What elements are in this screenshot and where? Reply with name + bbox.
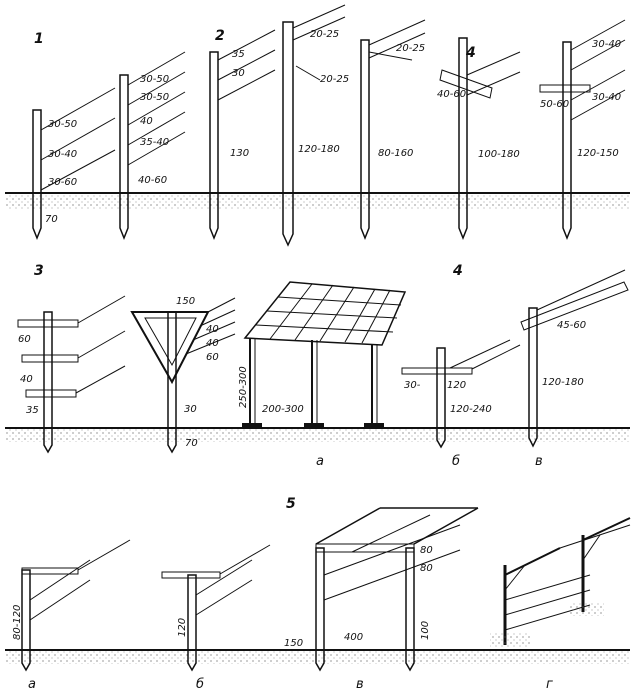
r3-dim-1: 80-120 (12, 605, 23, 640)
r2p2-dim-1: 150 (176, 296, 195, 307)
section-1-label: 1 (34, 31, 44, 47)
r2p4-dim-1: 30- (404, 380, 421, 391)
r2p1-dim-3: 35 (26, 405, 39, 416)
trellis-g (490, 517, 631, 648)
post-7 (539, 19, 626, 241)
r3-letter-b: б (196, 677, 204, 692)
p1-dim-1: 30-50 (48, 119, 77, 130)
r2p3-dim-span: 200-300 (262, 404, 304, 415)
post-3 (209, 29, 276, 241)
r2p2-dim-5: 30 (184, 404, 197, 415)
p5-dim-2: 80-160 (378, 148, 413, 159)
post-2 (119, 51, 186, 241)
crossbar-post (17, 295, 126, 454)
p7-dim-1: 30-40 (592, 39, 621, 50)
r3-dim-6: 80 (420, 563, 433, 574)
p2-dim-3: 40 (140, 116, 153, 127)
p6-dim-1: 40-60 (437, 89, 466, 100)
p3-dim-1: 35 (232, 49, 245, 60)
p1-dim-2: 30-40 (48, 149, 77, 160)
post-6 (439, 37, 521, 241)
r2-letter-b: б (452, 454, 460, 469)
r2p2-dim-4: 60 (206, 352, 219, 363)
post-5 (360, 19, 426, 241)
canopy-b (161, 544, 271, 672)
p5-dim-1: 20-25 (396, 43, 425, 54)
section-3-label: 3 (34, 263, 44, 279)
row3-ground (5, 649, 630, 664)
r3-letter-a: а (28, 677, 36, 692)
p3-dim-3: 130 (230, 148, 249, 159)
r3-dim-7: 100 (420, 621, 431, 640)
r2p2-dim-2: 40 (206, 324, 219, 335)
pergola-grid (242, 281, 407, 428)
r2p1-dim-1: 60 (18, 334, 31, 345)
r2p2-dim-6: 70 (185, 438, 198, 449)
angled-post (520, 269, 629, 448)
p3-dim-2: 30 (232, 68, 245, 79)
t-post (401, 339, 521, 449)
post-1 (32, 87, 116, 241)
r3-dim-2: 120 (177, 618, 188, 637)
row1-ground (5, 192, 630, 209)
r3-letter-g: г (546, 677, 553, 692)
p7-dim-4: 120-150 (577, 148, 619, 159)
post-4 (282, 4, 346, 247)
canopy-a (21, 539, 131, 672)
r2p1-dim-2: 40 (20, 374, 33, 385)
r2-letter-a: а (316, 454, 324, 469)
p1-dim-3: 30-60 (48, 177, 77, 188)
p6-dim-2: 100-180 (478, 149, 520, 160)
r2p5-dim-2: 120-180 (542, 377, 584, 388)
r2p2-dim-3: 40 (206, 338, 219, 349)
canopy-v (315, 507, 479, 672)
p2-dim-5: 40-60 (138, 175, 167, 186)
r2p4-dim-2: 120 (447, 380, 466, 391)
triangle-frame (130, 297, 236, 454)
p2-dim-4: 35-40 (140, 137, 169, 148)
p2-dim-1: 30-50 (140, 74, 169, 85)
section-4-label: 4 (452, 263, 463, 279)
r2p3-dim-height: 250-300 (238, 366, 249, 408)
r2p4-dim-3: 120-240 (450, 404, 492, 415)
section-4-mark: 4 (465, 45, 476, 61)
r3-dim-5: 80 (420, 545, 433, 556)
p4-dim-1: 20-25 (310, 29, 339, 40)
r3-letter-v: в (356, 677, 364, 692)
section-2-label: 2 (215, 28, 225, 44)
r3-dim-3: 150 (284, 638, 303, 649)
r2p5-dim-1: 45-60 (557, 320, 586, 331)
section-5-label: 5 (286, 496, 296, 512)
r3-dim-4: 400 (344, 632, 363, 643)
p7-dim-3: 50-60 (540, 99, 569, 110)
p7-dim-2: 30-40 (592, 92, 621, 103)
p2-dim-2: 30-50 (140, 92, 169, 103)
p4-dim-3: 120-180 (298, 144, 340, 155)
p4-dim-2: 20-25 (320, 74, 349, 85)
p1-dim-depth: 70 (45, 214, 58, 225)
r2-letter-v: в (535, 454, 543, 469)
